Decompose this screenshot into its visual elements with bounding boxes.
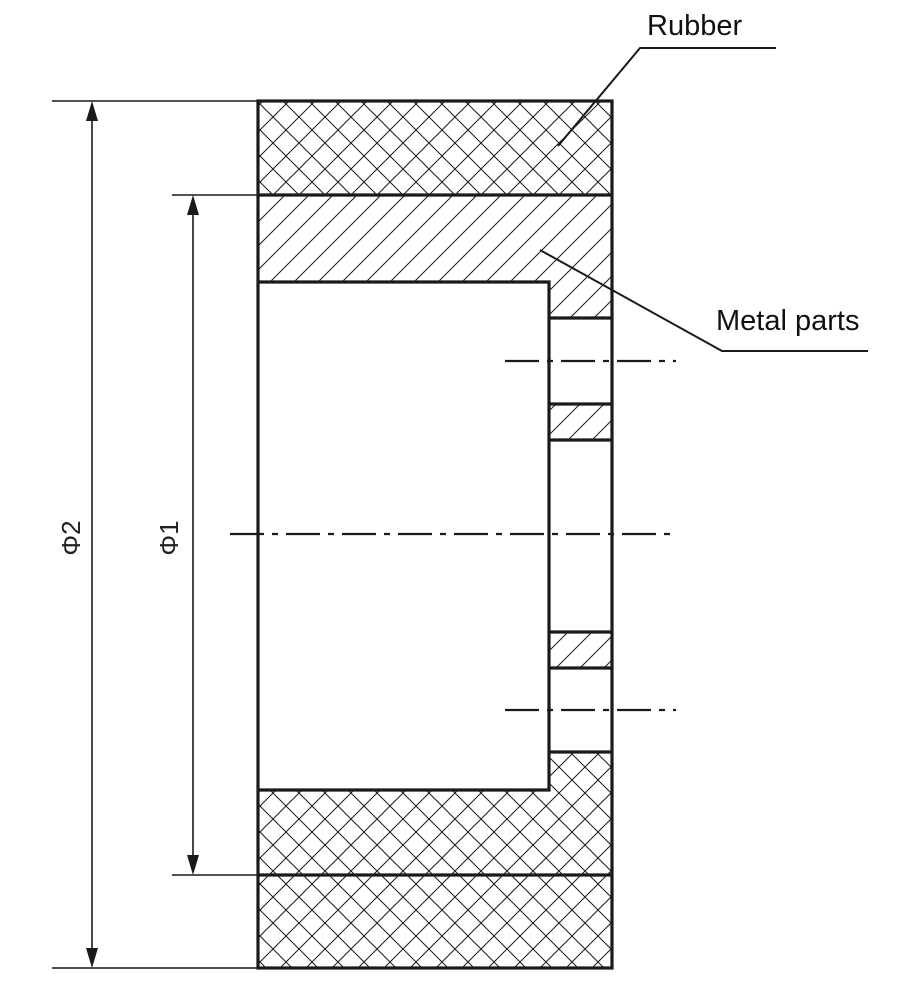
rubber-label: Rubber xyxy=(647,10,742,42)
phi1-label: Φ1 xyxy=(154,520,184,555)
dimension-phi2: Φ2 xyxy=(52,100,258,969)
rubber-bottom-region xyxy=(258,752,612,968)
phi2-label: Φ2 xyxy=(56,520,86,555)
metal-label: Metal parts xyxy=(716,305,859,337)
rubber-top-band xyxy=(258,101,612,195)
metal-upper-slot xyxy=(549,404,612,440)
rubber-region xyxy=(258,101,612,968)
arrow-up-icon xyxy=(187,195,199,215)
metal-leader-line xyxy=(539,249,868,352)
metal-callout: Metal parts xyxy=(539,249,868,352)
center-lines xyxy=(230,359,676,712)
metal-region xyxy=(258,195,612,668)
metal-lower-slot xyxy=(549,632,612,668)
arrow-up-icon xyxy=(86,101,98,121)
dimension-phi1: Φ1 xyxy=(154,194,258,876)
arrow-down-icon xyxy=(86,948,98,968)
arrow-down-icon xyxy=(187,855,199,875)
rubber-leader-line xyxy=(557,47,776,147)
bore-outline xyxy=(258,280,551,792)
rubber-callout: Rubber xyxy=(557,10,776,147)
metal-top-part xyxy=(258,195,612,318)
